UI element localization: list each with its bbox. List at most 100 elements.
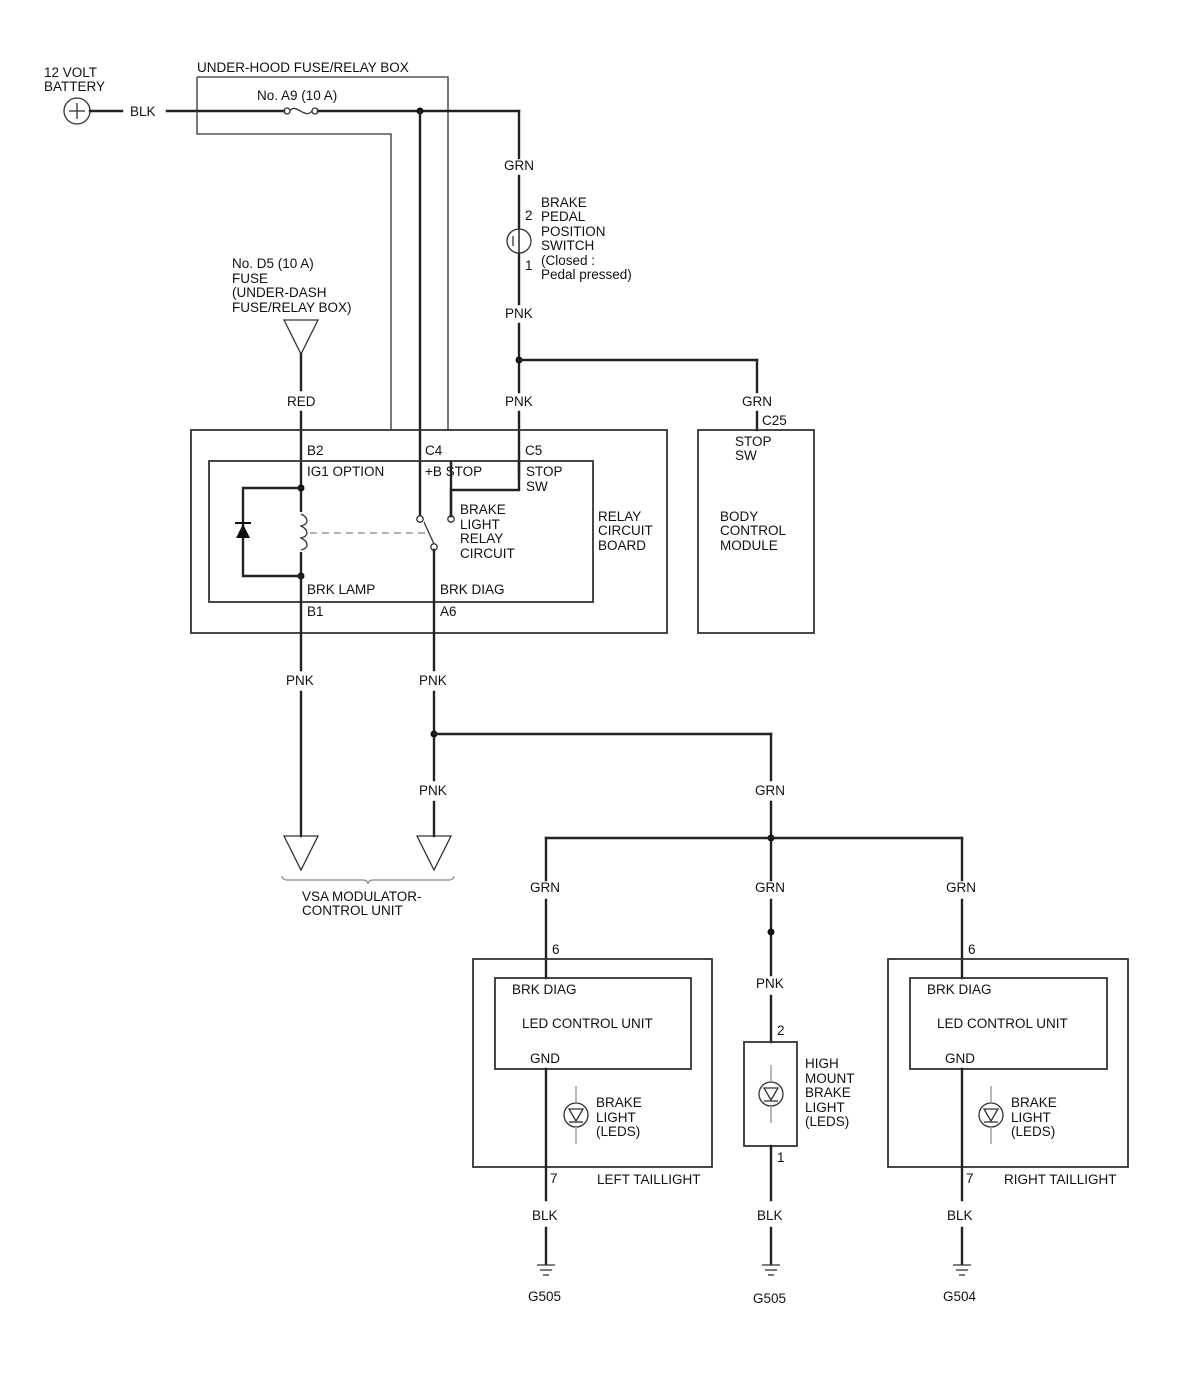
- battery-symbol: [63, 97, 91, 125]
- left-brake-light-label-2: LIGHT: [596, 1110, 636, 1125]
- center-ground-symbol: [762, 1264, 780, 1276]
- left-ground-symbol: [537, 1264, 555, 1276]
- brake-switch-label-3: POSITION: [541, 224, 606, 239]
- brk-diag-relay-label: BRK DIAG: [440, 582, 505, 597]
- pin-b1: B1: [307, 604, 324, 619]
- wire-color-grn-right: GRN: [946, 880, 976, 895]
- right-ground-label: G504: [943, 1289, 977, 1304]
- wire-color-blk-center: BLK: [757, 1208, 783, 1223]
- right-brake-light-label-2: LIGHT: [1011, 1110, 1051, 1125]
- relay-board-label-2: CIRCUIT: [598, 523, 653, 538]
- fuse-a9-symbol: [283, 107, 319, 115]
- fuse-d5-label-1: No. D5 (10 A): [232, 256, 314, 271]
- left-pin-7: 7: [550, 1171, 558, 1186]
- right-led-brk-diag: BRK DIAG: [927, 982, 992, 997]
- right-ground-symbol: [953, 1264, 971, 1276]
- brake-pedal-switch-symbol: [506, 228, 532, 254]
- right-brake-light-led-icon: [978, 1086, 1004, 1144]
- right-brake-light-label-3: (LEDS): [1011, 1124, 1055, 1139]
- left-led-brk-diag: BRK DIAG: [512, 982, 577, 997]
- bcm-name-3: MODULE: [720, 538, 778, 553]
- wire-color-pnk-c5: PNK: [505, 394, 533, 409]
- bcm-stop-sw-1: STOP: [735, 434, 772, 449]
- bcm-stop-sw-2: SW: [735, 448, 757, 463]
- right-pin-6: 6: [968, 942, 976, 957]
- high-mount-led-icon: [758, 1065, 784, 1123]
- brake-switch-label-5: (Closed :: [541, 253, 595, 268]
- wire-color-pnk-vsa: PNK: [419, 783, 447, 798]
- brake-switch-label-6: Pedal pressed): [541, 267, 632, 282]
- high-mount-pin-2: 2: [777, 1023, 785, 1038]
- high-mount-pin-1: 1: [777, 1150, 785, 1165]
- right-pin-7: 7: [966, 1171, 974, 1186]
- relay-circuit-board-outer: [190, 429, 668, 634]
- relay-circuit-board-inner: [208, 460, 594, 603]
- brake-switch-label-2: PEDAL: [541, 209, 586, 224]
- wire-color-pnk-a6: PNK: [419, 673, 447, 688]
- wire-color-grn-split: GRN: [755, 783, 785, 798]
- wire-color-pnk-b1: PNK: [286, 673, 314, 688]
- right-brake-light-label-1: BRAKE: [1011, 1095, 1057, 1110]
- fuse-d5-label-3: (UNDER-DASH: [232, 285, 327, 300]
- battery-label-1: 12 VOLT: [44, 65, 97, 80]
- relay-coil-symbol: [296, 512, 308, 552]
- diode-symbol: [235, 522, 251, 538]
- wire-color-grn-center: GRN: [755, 880, 785, 895]
- brake-switch-label-1: BRAKE: [541, 195, 587, 210]
- vsa-label-1: VSA MODULATOR-: [302, 889, 422, 904]
- b-stop-label: +B STOP: [425, 464, 482, 479]
- underhood-fuse-box: [196, 76, 449, 430]
- high-mount-label-3: BRAKE: [805, 1085, 851, 1100]
- left-led-unit-label: LED CONTROL UNIT: [522, 1016, 653, 1031]
- fuse-a9-label: No. A9 (10 A): [257, 88, 337, 103]
- switch-pin-2: 2: [525, 208, 533, 223]
- right-taillight-box: [887, 958, 1129, 1168]
- brk-lamp-label: BRK LAMP: [307, 582, 375, 597]
- left-taillight-box: [472, 958, 713, 1168]
- pin-c5: C5: [525, 443, 542, 458]
- right-led-control-unit: [909, 977, 1108, 1070]
- wire-color-blk-battery: BLK: [130, 104, 156, 119]
- high-mount-label-5: (LEDS): [805, 1114, 849, 1129]
- bcm-name-2: CONTROL: [720, 523, 786, 538]
- underhood-box-label: UNDER-HOOD FUSE/RELAY BOX: [197, 60, 409, 75]
- wire-color-grn-left: GRN: [530, 880, 560, 895]
- wire-color-grn-switch: GRN: [504, 158, 534, 173]
- left-brake-light-led-icon: [563, 1086, 589, 1144]
- right-led-gnd: GND: [945, 1051, 975, 1066]
- left-pin-6: 6: [552, 942, 560, 957]
- battery-label-2: BATTERY: [44, 79, 105, 94]
- wire-color-blk-left: BLK: [532, 1208, 558, 1223]
- high-mount-label-2: MOUNT: [805, 1071, 855, 1086]
- left-led-gnd: GND: [530, 1051, 560, 1066]
- stop-sw-label-1: STOP: [526, 464, 563, 479]
- relay-circuit-label-4: CIRCUIT: [460, 546, 515, 561]
- right-led-unit-label: LED CONTROL UNIT: [937, 1016, 1068, 1031]
- wire-color-blk-right: BLK: [947, 1208, 973, 1223]
- fuse-d5-label-2: FUSE: [232, 271, 268, 286]
- bcm-connector-c25: C25: [762, 413, 787, 428]
- pin-b2: B2: [307, 443, 324, 458]
- ig1-option-label: IG1 OPTION: [307, 464, 384, 479]
- relay-circuit-label-3: RELAY: [460, 531, 503, 546]
- vsa-bracket: [281, 875, 455, 885]
- high-mount-label-1: HIGH: [805, 1056, 839, 1071]
- right-taillight-label: RIGHT TAILLIGHT: [1004, 1172, 1117, 1187]
- vsa-connector-triangle-1: [282, 835, 320, 872]
- relay-circuit-label-1: BRAKE: [460, 502, 506, 517]
- bcm-name-1: BODY: [720, 509, 758, 524]
- stop-sw-label-2: SW: [526, 479, 548, 494]
- relay-board-label-1: RELAY: [598, 509, 641, 524]
- pin-c4: C4: [425, 443, 443, 458]
- fuse-d5-connector-triangle: [282, 319, 320, 356]
- pin-a6: A6: [440, 604, 457, 619]
- center-ground-label: G505: [753, 1291, 786, 1306]
- relay-circuit-label-2: LIGHT: [460, 517, 500, 532]
- brake-switch-label-4: SWITCH: [541, 238, 594, 253]
- left-led-control-unit: [494, 977, 692, 1070]
- wire-color-grn-bcm: GRN: [742, 394, 772, 409]
- high-mount-brake-light-box: [743, 1041, 798, 1147]
- left-ground-label: G505: [528, 1289, 561, 1304]
- body-control-module: [697, 429, 815, 634]
